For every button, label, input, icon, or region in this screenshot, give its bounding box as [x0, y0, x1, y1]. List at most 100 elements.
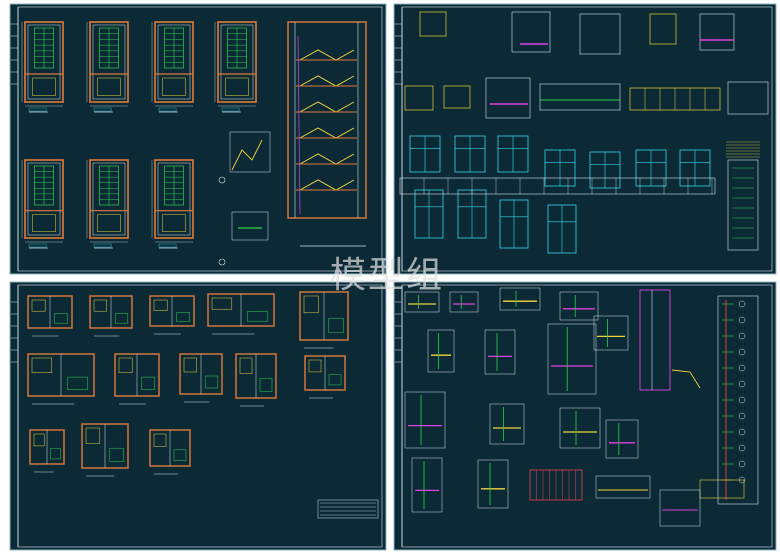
- stair-flight: [299, 101, 355, 113]
- detail-box: [511, 11, 551, 53]
- toilet-fixture: [93, 299, 107, 312]
- toilet-fixture: [303, 295, 319, 314]
- wall-detail: [404, 291, 440, 313]
- plan-caption-mark: [221, 107, 240, 112]
- toilet-fixture: [31, 357, 53, 373]
- plan-room: [162, 214, 186, 233]
- detail-box: [699, 13, 735, 51]
- detail-marker: [218, 258, 226, 266]
- stair-flight: [299, 75, 355, 87]
- detail-box: [649, 13, 677, 45]
- wall-anchor: [738, 348, 746, 356]
- detail-box: [579, 13, 621, 55]
- detail-box: [404, 85, 434, 111]
- detail-box: [419, 11, 447, 37]
- wall-anchor: [738, 364, 746, 372]
- plan-caption-mark: [93, 243, 112, 248]
- toilet-fixture: [183, 357, 197, 373]
- toilet-fixture: [173, 449, 187, 461]
- sheet-wall-details: [393, 281, 777, 551]
- section-strip: [539, 83, 621, 111]
- toilet-fixture: [308, 359, 322, 373]
- sheet-stair-plans: [9, 3, 387, 275]
- toilet-fixture: [85, 427, 101, 444]
- wall-detail: [404, 391, 446, 449]
- wall-detail: [484, 329, 516, 375]
- notes-block: [727, 159, 759, 251]
- toilet-fixture: [153, 299, 168, 311]
- wall-detail: [659, 489, 701, 527]
- plan-caption-mark: [93, 107, 112, 112]
- wall-detail: [449, 291, 479, 313]
- plan-inner: [92, 162, 126, 236]
- toilet-fixture: [118, 357, 133, 373]
- stair-flight: [299, 179, 355, 191]
- stair-detail: [231, 211, 269, 241]
- toilet-fixture: [204, 375, 219, 389]
- plan-room: [162, 77, 186, 96]
- wall-detail: [547, 323, 597, 395]
- toilet-fixture: [141, 376, 155, 390]
- wall-detail: [559, 407, 601, 449]
- wall-anchor: [738, 332, 746, 340]
- stair-flight: [299, 153, 355, 165]
- stair-flight: [299, 49, 355, 61]
- plan-wall: [24, 159, 64, 239]
- toilet-fixture: [31, 299, 46, 312]
- plan-inner: [92, 24, 126, 100]
- wall-detail: [427, 329, 455, 373]
- wall-detail: [411, 457, 443, 513]
- stair-detail: [229, 131, 271, 173]
- plan-wall: [89, 159, 129, 239]
- sheet-door-window-details: [393, 3, 777, 275]
- wall-detail: [593, 315, 629, 351]
- wall-footing: [699, 479, 745, 499]
- wall-detail: [477, 459, 509, 509]
- wall-anchor: [738, 380, 746, 388]
- plan-room: [32, 214, 56, 233]
- wall-section: [639, 289, 671, 391]
- sheet-toilet-plans: [9, 281, 387, 551]
- stair-handrail: [297, 35, 301, 215]
- plan-room: [97, 214, 121, 233]
- plan-wall: [154, 21, 194, 103]
- tall-wall-section: [717, 295, 759, 505]
- wall-detail: [595, 475, 651, 499]
- plan-room: [32, 77, 56, 96]
- plan-caption-mark: [28, 243, 47, 248]
- plan-wall: [217, 21, 257, 103]
- wall-anchor: [738, 444, 746, 452]
- notes-block: [317, 499, 379, 519]
- toilet-fixture: [67, 376, 88, 390]
- plan-inner: [220, 24, 254, 100]
- wall-anchor: [738, 396, 746, 404]
- toilet-fixture: [328, 318, 344, 334]
- stair-section-frame: [287, 21, 367, 219]
- toilet-fixture: [109, 447, 124, 462]
- toilet-fixture: [54, 313, 68, 324]
- plan-room: [97, 77, 121, 96]
- toilet-fixture: [239, 357, 253, 374]
- plan-inner: [157, 162, 191, 236]
- plan-wall: [89, 21, 129, 103]
- detail-box: [485, 77, 531, 119]
- wall-detail: [559, 291, 599, 321]
- schedule-table: [399, 177, 716, 195]
- toilet-fixture: [328, 374, 342, 386]
- plan-wall: [24, 21, 64, 103]
- plan-inner: [157, 24, 191, 100]
- wall-anchor: [738, 460, 746, 468]
- plan-inner: [27, 24, 61, 100]
- wall-anchor: [738, 428, 746, 436]
- toilet-fixture: [247, 311, 268, 322]
- detail-box: [727, 81, 769, 115]
- wall-detail: [499, 287, 541, 311]
- wall-anchor: [738, 300, 746, 308]
- wall-anchor: [738, 412, 746, 420]
- toilet-fixture: [50, 448, 61, 460]
- wall-section-cap: [671, 369, 701, 389]
- wall-detail: [489, 403, 525, 445]
- plan-wall: [154, 159, 194, 239]
